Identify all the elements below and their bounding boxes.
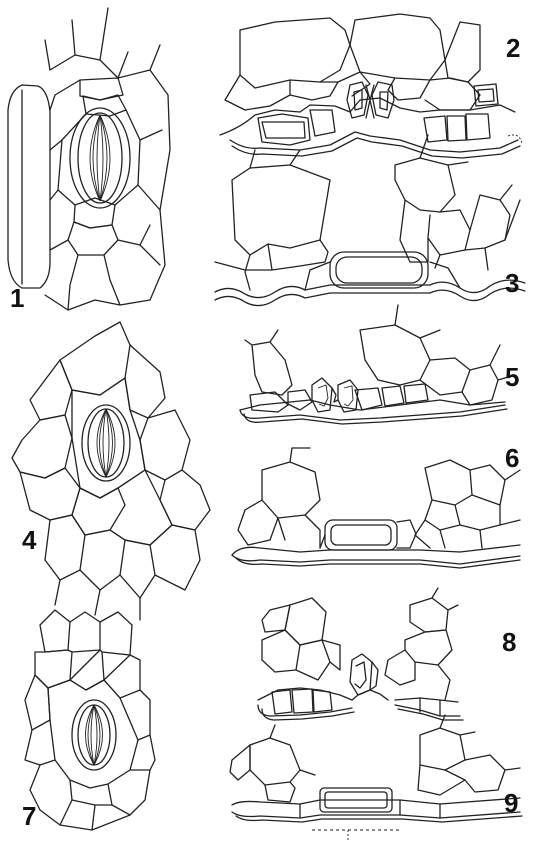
figure-number-9: 9 bbox=[504, 790, 518, 816]
figure-number-8: 8 bbox=[502, 629, 516, 655]
fig6-cross-section bbox=[232, 448, 520, 568]
figure-number-2: 2 bbox=[506, 35, 520, 61]
fig5-cross-section bbox=[240, 305, 515, 424]
figure-number-1: 1 bbox=[10, 285, 24, 311]
figure-number-3: 3 bbox=[505, 270, 519, 296]
fig3-cross-section bbox=[215, 135, 525, 306]
fig1-surface-view bbox=[8, 8, 170, 310]
fig8-cross-section bbox=[258, 588, 463, 720]
figure-number-7: 7 bbox=[22, 803, 36, 829]
figure-number-6: 6 bbox=[505, 445, 519, 471]
fig4-surface-view bbox=[12, 322, 210, 620]
figure-number-5: 5 bbox=[505, 364, 519, 390]
figure-number-4: 4 bbox=[22, 527, 36, 553]
fig9-cross-section bbox=[230, 715, 522, 840]
fig7-surface-view bbox=[25, 610, 155, 830]
fig2-cross-section bbox=[220, 14, 520, 158]
